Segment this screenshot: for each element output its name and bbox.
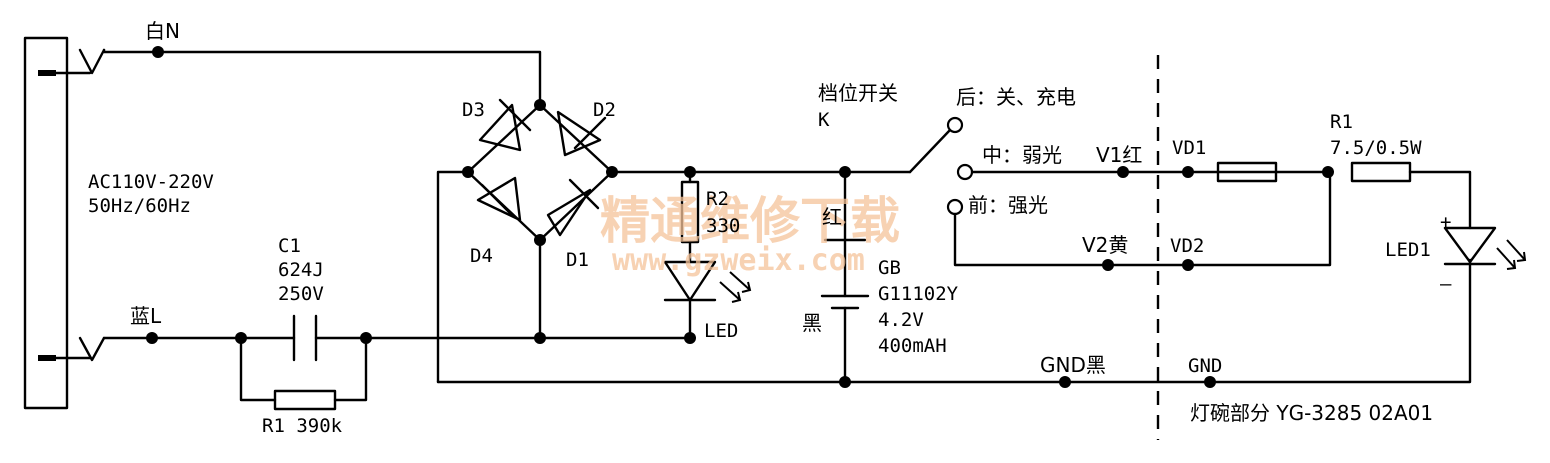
label-r1-lamp-name: R1	[1330, 111, 1353, 133]
label-r1-bleed: R1 390k	[262, 415, 343, 437]
bridge-rectifier	[436, 98, 618, 384]
lamp-resistor-r1	[1350, 161, 1412, 183]
lamp-bowl	[1102, 55, 1527, 440]
label-vd1: VD1	[1172, 137, 1206, 159]
label-led1-plus: +	[1440, 211, 1451, 233]
switch-k	[908, 116, 1332, 267]
wire-neutral	[102, 46, 542, 107]
watermark: 精通维修下载 www.gzweix.com	[600, 192, 900, 278]
label-switch-name: 档位开关	[818, 81, 898, 105]
label-c1-code: 624J	[278, 259, 324, 281]
label-d4: D4	[470, 245, 493, 267]
label-gnd-black: GND黑	[1040, 353, 1106, 377]
label-led-charge: LED	[704, 320, 738, 342]
label-vd2: VD2	[1170, 235, 1204, 257]
watermark-url: www.gzweix.com	[612, 243, 865, 278]
label-d2: D2	[593, 99, 616, 121]
label-pos-rear: 后：关、充电	[956, 85, 1076, 109]
label-v1-red: V1红	[1096, 143, 1142, 167]
label-c1-voltage: 250V	[278, 283, 324, 305]
label-led1: LED1	[1385, 239, 1431, 261]
label-batt-capacity: 400mAH	[878, 335, 947, 357]
switch-contact-rear	[946, 116, 964, 134]
label-batt-voltage: 4.2V	[878, 309, 924, 331]
watermark-cn: 精通维修下载	[600, 192, 900, 250]
resistor-r1-bleed	[273, 389, 337, 411]
led1-symbol	[1443, 226, 1497, 264]
label-blue-l: 蓝L	[130, 304, 162, 328]
label-d1: D1	[566, 249, 589, 271]
ground-rail	[436, 258, 1472, 388]
label-batt-name: GB	[878, 257, 901, 279]
label-lamp-part: 灯碗部分 YG-3285 02A01	[1190, 401, 1433, 425]
label-red-mark: 红	[822, 205, 842, 229]
positive-rail	[610, 166, 912, 178]
label-d3: D3	[462, 99, 485, 121]
label-pos-mid: 中：弱光	[982, 143, 1062, 167]
label-c1-name: C1	[278, 235, 301, 257]
label-gnd: GND	[1188, 355, 1222, 377]
switch-contact-front	[946, 198, 964, 216]
label-ac-freq: 50Hz/60Hz	[88, 195, 191, 217]
label-batt-model: G11102Y	[878, 283, 959, 305]
label-ac-input: AC110V-220V	[88, 171, 214, 193]
charge-indicator	[538, 170, 752, 344]
wire-live	[102, 314, 546, 411]
label-switch-k: K	[818, 109, 830, 131]
labels: 白N 蓝L AC110V-220V 50Hz/60Hz C1 624J 250V…	[88, 19, 1452, 437]
led-charge-symbol	[663, 260, 717, 302]
switch-contact-mid	[956, 163, 974, 181]
label-pos-front: 前：强光	[968, 193, 1048, 217]
label-v2-yellow: V2黄	[1082, 233, 1128, 257]
ac-plug	[23, 36, 106, 410]
label-r1-lamp-value: 7.5/0.5W	[1330, 137, 1422, 159]
label-led1-minus: –	[1440, 273, 1452, 295]
label-r2-name: R2	[706, 188, 729, 210]
label-r2-value: 330	[706, 215, 740, 237]
label-white-n: 白N	[145, 19, 180, 43]
lamp-resistor-vd1	[1216, 161, 1278, 183]
label-black-mark: 黑	[802, 311, 822, 335]
